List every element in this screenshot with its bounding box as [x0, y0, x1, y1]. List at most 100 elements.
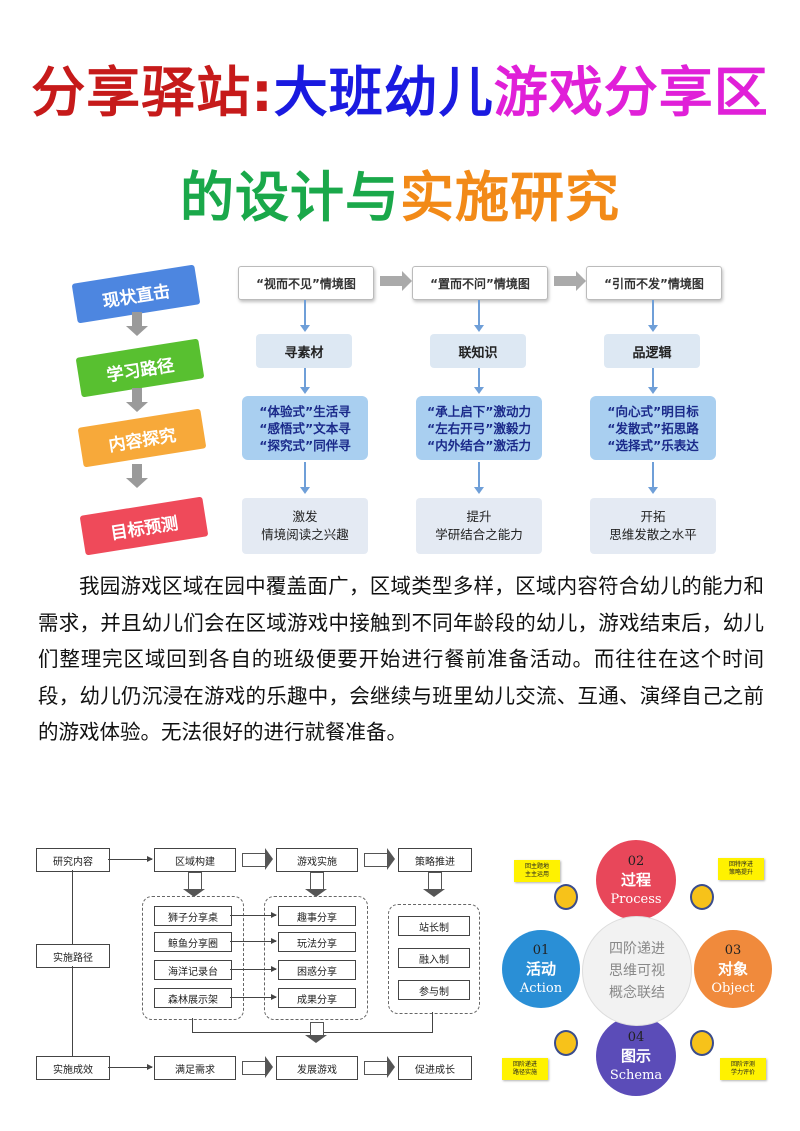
title-part-orange: 实施研究	[400, 166, 620, 229]
top-label: 策略推进	[398, 848, 472, 872]
node-english: Process	[610, 891, 662, 907]
method-label: 联知识	[430, 334, 526, 368]
figure-learning-path: 现状直击 学习路径 内容探究 目标预测 “视而不见”情境图 “置而不问”情境图 …	[62, 258, 742, 558]
right-arrow-icon	[364, 1056, 395, 1078]
share-item: 趣事分享	[278, 906, 356, 926]
sticky-note: 回阶评测 学力评价	[720, 1058, 766, 1080]
arrow-icon	[230, 912, 277, 918]
body-paragraph: 我园游戏区域在园中覆盖面广，区域类型多样，区域内容符合幼儿的能力和需求，并且幼儿…	[38, 568, 764, 751]
note-text: 学力评价	[730, 1069, 755, 1076]
node-schema: 04 图示 Schema	[596, 1016, 676, 1096]
title-line-2: 的设计与实施研究	[0, 160, 800, 236]
venue-item: 森林展示架	[154, 988, 232, 1008]
column-header: “视而不见”情境图	[238, 266, 374, 300]
node-number: 01	[532, 942, 550, 958]
venue-item: 鲸鱼分享圈	[154, 932, 232, 952]
note-text: 回特序进	[728, 861, 753, 868]
right-arrow-icon	[364, 848, 395, 870]
down-arrow-icon	[126, 312, 148, 336]
arrow-icon	[108, 856, 153, 862]
share-item: 玩法分享	[278, 932, 356, 952]
node-title: 过程	[620, 870, 651, 889]
outcome-text: 思维发散之水平	[609, 527, 697, 542]
node-title: 对象	[717, 959, 748, 978]
arrow-icon	[230, 966, 277, 972]
arrow-icon	[230, 994, 277, 1000]
venue-item: 狮子分享桌	[154, 906, 232, 926]
node-number: 02	[627, 853, 645, 869]
down-arrow-icon	[300, 462, 310, 494]
note-text: 回阶递进	[512, 1061, 537, 1068]
strategy-item: “左右开弓”激毅力	[427, 420, 531, 436]
down-arrow-icon	[423, 872, 445, 897]
strategy-block: “承上启下”激动力 “左右开弓”激毅力 “内外结合”激活力	[416, 396, 542, 460]
step-badge: 目标预测	[79, 496, 209, 556]
note-text: 策略提升	[728, 869, 753, 876]
strategy-item: “向心式”明目标	[607, 403, 699, 419]
title-part-magenta: 游戏分享区	[493, 61, 769, 124]
top-label: 游戏实施	[276, 848, 358, 872]
connector-line	[72, 966, 73, 1056]
down-arrow-icon	[474, 300, 484, 332]
node-number: 03	[724, 942, 742, 958]
group-frame	[264, 896, 368, 1020]
left-label: 研究内容	[36, 848, 110, 872]
system-item: 融入制	[398, 948, 470, 968]
down-arrow-icon	[648, 462, 658, 494]
node-english: Action	[519, 980, 563, 996]
arrow-icon	[108, 1064, 153, 1070]
outcome-block: 开拓 思维发散之水平	[590, 498, 716, 554]
right-arrow-icon	[242, 848, 273, 870]
right-arrow-icon	[554, 271, 586, 291]
strategy-block: “向心式”明目标 “发散式”拓思路 “选择式”乐表达	[590, 396, 716, 460]
sticky-note: 回特序进 策略提升	[718, 858, 764, 880]
outcome-title: 激发	[292, 509, 318, 524]
arrow-icon	[230, 938, 277, 944]
down-arrow-icon	[474, 368, 484, 394]
node-title: 图示	[620, 1046, 651, 1065]
result-label: 发展游戏	[276, 1056, 358, 1080]
strategy-item: “探究式”同伴寻	[259, 437, 351, 453]
figure-research-flowchart: 研究内容 实施路径 实施成效 区域构建 游戏实施 策略推进 狮子分享桌 鲸鱼分享…	[30, 828, 492, 1096]
lightbulb-icon	[690, 1030, 714, 1056]
node-object: 03 对象 Object	[694, 930, 772, 1008]
sticky-note: 回阶递进 路径实施	[502, 1058, 548, 1080]
note-text: 回阶评测	[730, 1061, 755, 1068]
column-header: “置而不问”情境图	[412, 266, 548, 300]
sticky-note: 回主题地 主主运用	[514, 860, 560, 882]
node-process: 02 过程 Process	[596, 840, 676, 920]
down-arrow-icon	[474, 462, 484, 494]
down-arrow-icon	[305, 1022, 327, 1043]
node-english: Schema	[609, 1067, 663, 1083]
center-text: 思维可视	[609, 963, 665, 979]
title-part-red: 分享驿站:	[31, 61, 274, 124]
outcome-block: 提升 学研结合之能力	[416, 498, 542, 554]
strategy-block: “体验式”生活寻 “感悟式”文本寻 “探究式”同伴寻	[242, 396, 368, 460]
center-text: 概念联结	[609, 985, 665, 1001]
title-part-blue: 大班幼儿	[273, 61, 494, 124]
lightbulb-icon	[554, 884, 578, 910]
title-line-1: 分享驿站:大班幼儿游戏分享区	[0, 58, 800, 128]
outcome-text: 情境阅读之兴趣	[261, 527, 349, 542]
left-label: 实施成效	[36, 1056, 110, 1080]
center-text: 四阶递进	[609, 941, 665, 957]
down-arrow-icon	[126, 388, 148, 412]
node-english: Object	[711, 980, 755, 996]
note-text: 回主题地	[524, 863, 549, 870]
down-arrow-icon	[648, 368, 658, 394]
result-label: 满足需求	[154, 1056, 236, 1080]
down-arrow-icon	[126, 464, 148, 488]
venue-item: 海洋记录台	[154, 960, 232, 980]
outcome-title: 开拓	[640, 509, 666, 524]
right-arrow-icon	[242, 1056, 273, 1078]
group-frame	[142, 896, 244, 1020]
node-number: 04	[627, 1029, 645, 1045]
down-arrow-icon	[305, 872, 327, 897]
lightbulb-icon	[690, 884, 714, 910]
down-arrow-icon	[648, 300, 658, 332]
connector-line	[432, 1012, 433, 1032]
step-badge: 内容探究	[77, 408, 207, 468]
note-text: 主主运用	[524, 871, 549, 878]
down-arrow-icon	[183, 872, 205, 897]
method-label: 品逻辑	[604, 334, 700, 368]
